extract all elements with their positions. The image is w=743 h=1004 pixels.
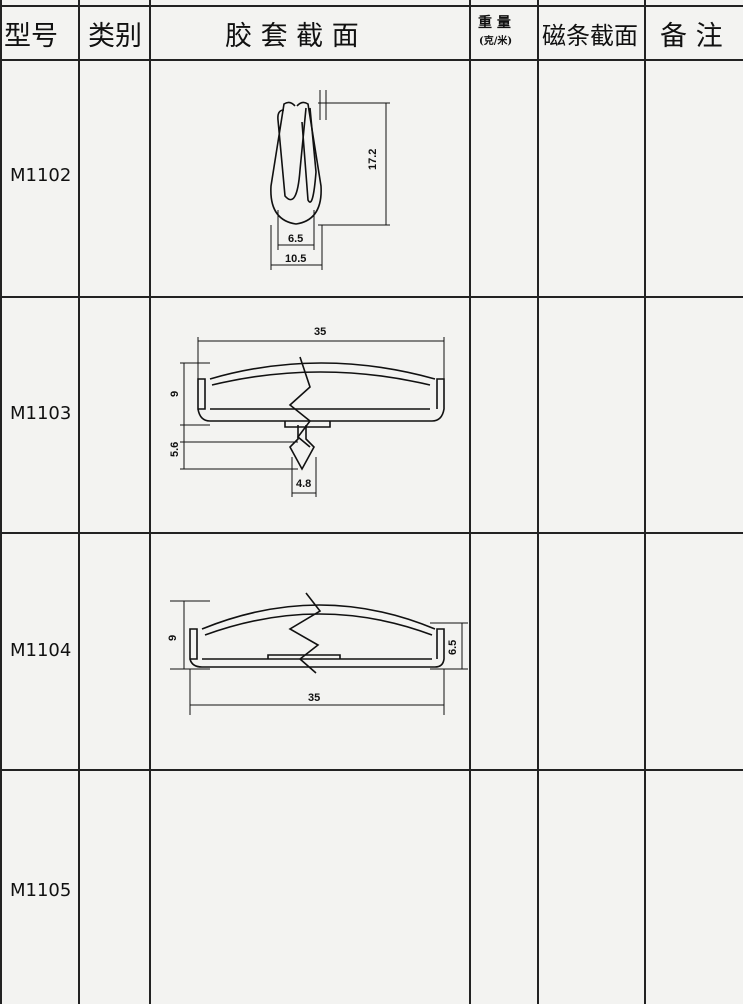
dim-height: 9 bbox=[169, 391, 181, 397]
drawing-m1102: 17.2 6.5 10.5 bbox=[270, 90, 390, 270]
header-section: 胶 套 截 面 bbox=[225, 21, 359, 52]
row-model-m1104: M1104 bbox=[10, 640, 72, 661]
profile-base bbox=[189, 628, 445, 668]
profile-top-arc bbox=[209, 362, 436, 380]
dim-inner: 6.5 bbox=[288, 233, 303, 245]
header-note: 备 注 bbox=[660, 21, 723, 52]
profile-base bbox=[197, 378, 445, 422]
profile-step bbox=[267, 654, 341, 659]
dim-clip-height: 5.6 bbox=[169, 442, 181, 457]
dim-width: 35 bbox=[308, 692, 320, 704]
dim-outer: 10.5 bbox=[285, 253, 306, 265]
drawing-m1104: 9 6.5 35 bbox=[167, 592, 468, 715]
profile-top-arc bbox=[201, 604, 436, 630]
spring-zigzag bbox=[288, 356, 312, 448]
profile-inner-right bbox=[301, 107, 317, 203]
dim-width: 35 bbox=[314, 326, 326, 338]
profile-outer bbox=[270, 101, 322, 225]
profile-inner-arc bbox=[211, 371, 431, 386]
header-weight-unit: (克/米) bbox=[479, 36, 513, 47]
dim-clip-width: 4.8 bbox=[296, 478, 311, 490]
row-model-m1103: M1103 bbox=[10, 403, 72, 424]
clip-foot bbox=[289, 425, 315, 471]
profile-inner-left bbox=[277, 107, 307, 201]
header-model: 型号 bbox=[4, 21, 58, 52]
spring-zigzag bbox=[288, 592, 322, 674]
dim-height: 17.2 bbox=[367, 149, 379, 170]
row-model-m1105: M1105 bbox=[10, 880, 72, 901]
row-model-m1102: M1102 bbox=[10, 165, 72, 186]
header-weight: 重 量 bbox=[478, 15, 511, 31]
profile-inner-arc bbox=[204, 613, 433, 636]
header-type: 类别 bbox=[88, 21, 142, 52]
header-magnet-section: 磁条截面 bbox=[542, 22, 638, 50]
dim-height: 9 bbox=[167, 635, 179, 641]
profile-step bbox=[284, 421, 331, 428]
dim-side: 6.5 bbox=[447, 640, 459, 655]
drawing-m1103: 35 9 5.6 4.8 bbox=[169, 326, 445, 497]
